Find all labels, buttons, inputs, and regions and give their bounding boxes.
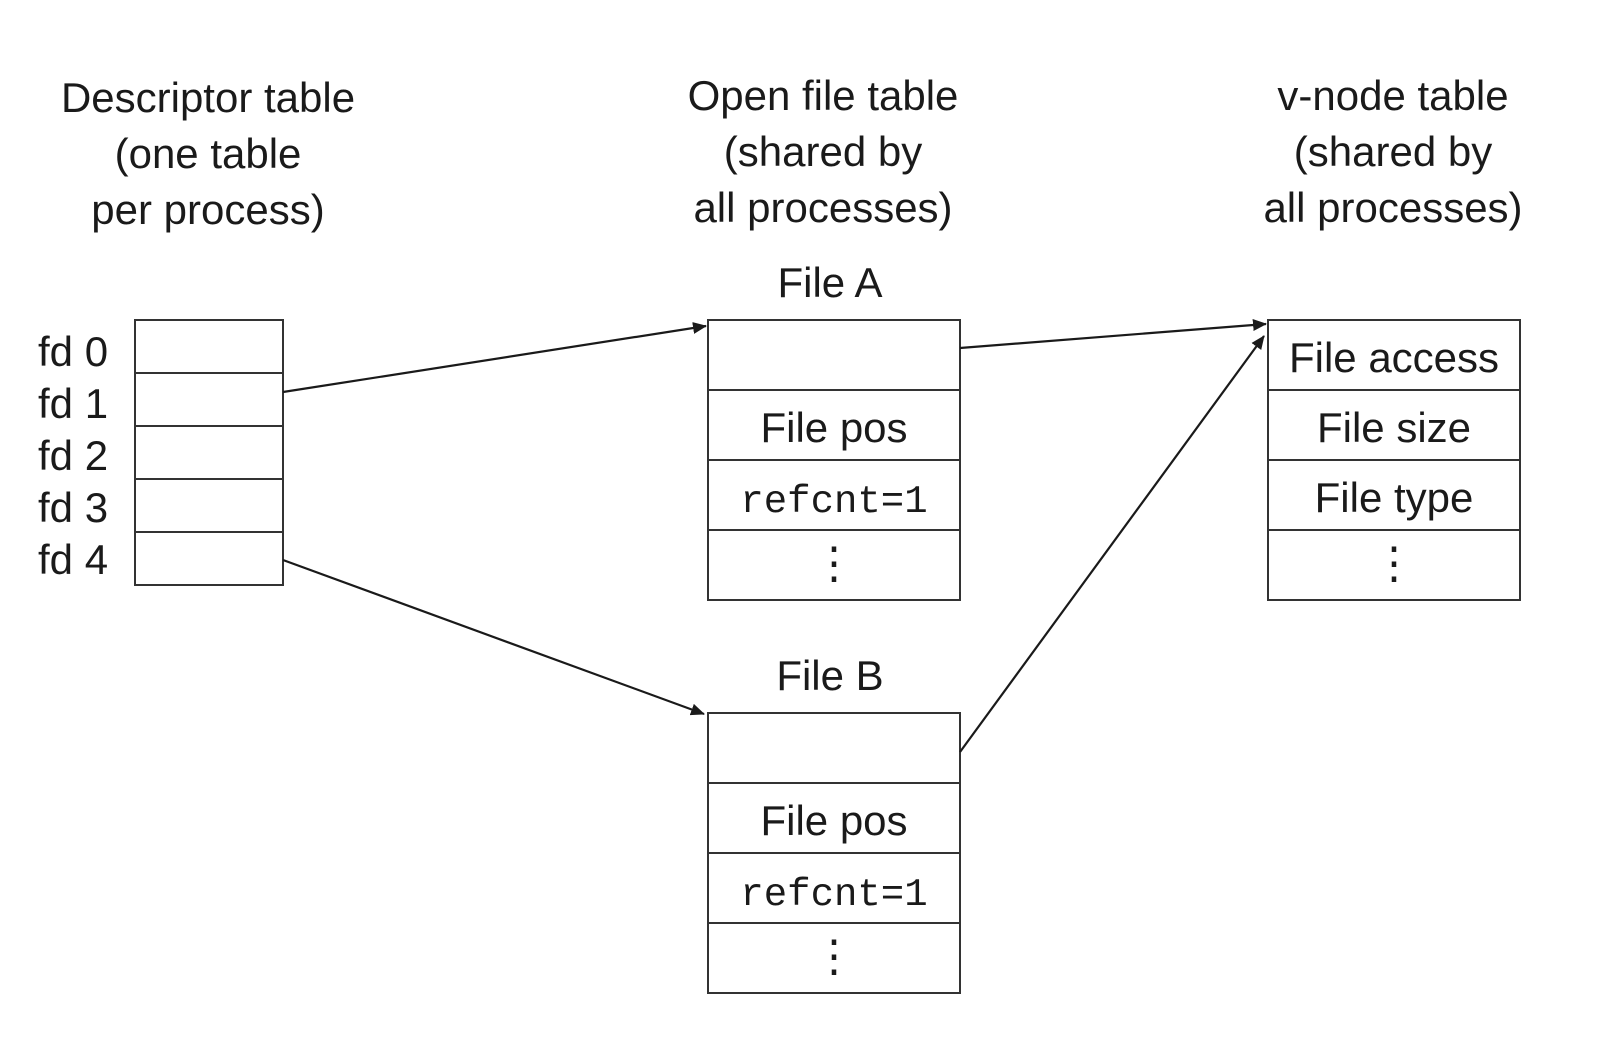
fd-label-1: fd 1 [38, 380, 108, 427]
fd-cell-4 [134, 531, 284, 586]
file-b-entry: File B File pos refcnt=1 ⋮ [707, 652, 961, 994]
file-a-file-pos: File pos [760, 404, 907, 451]
file-a-row-refcnt [707, 459, 961, 531]
descriptor-table-heading-line-2: (one table [115, 130, 302, 177]
file-a-entry: File A File pos refcnt=1 ⋮ [707, 259, 961, 601]
descriptor-table-heading-line-3: per process) [91, 186, 324, 233]
file-b-row-file-pos [707, 782, 961, 854]
arrow-file-a-to-vnode [959, 319, 1267, 350]
file-b-file-pos: File pos [760, 797, 907, 844]
arrow-fd1-to-file-a [282, 322, 707, 394]
arrow-file-b-to-vnode [959, 335, 1265, 753]
open-file-table-heading-line-1: Open file table [688, 72, 959, 119]
file-b-title: File B [776, 652, 883, 699]
file-a-row-pointer [707, 319, 961, 391]
file-a-ellipsis: ⋮ [812, 539, 856, 588]
file-a-title: File A [777, 259, 882, 306]
vnode-table-heading-line-2: (shared by [1294, 128, 1492, 175]
file-a-row-more [707, 529, 961, 601]
file-b-ellipsis: ⋮ [812, 932, 856, 981]
fd-cell-0 [134, 319, 284, 374]
descriptor-table-heading-line-1: Descriptor table [61, 74, 355, 121]
vnode-table: File access File size File type ⋮ [1267, 319, 1521, 601]
vnode-file-access: File access [1289, 334, 1499, 381]
fd-label-2: fd 2 [38, 432, 108, 479]
fd-label-0: fd 0 [38, 328, 108, 375]
fd-label-4: fd 4 [38, 536, 108, 583]
vnode-ellipsis: ⋮ [1372, 539, 1416, 588]
descriptor-table: fd 0 fd 1 fd 2 fd 3 fd 4 [38, 319, 284, 586]
fd-cell-3 [134, 478, 284, 533]
open-file-table-heading-line-3: all processes) [693, 184, 952, 231]
file-a-refcnt: refcnt=1 [740, 480, 927, 524]
fd-cell-1 [134, 372, 284, 427]
open-file-table-heading-line-2: (shared by [724, 128, 922, 175]
arrow-fd4-to-file-b [282, 558, 705, 716]
file-b-refcnt: refcnt=1 [740, 873, 927, 917]
fd-label-3: fd 3 [38, 484, 108, 531]
vnode-file-type: File type [1315, 474, 1474, 521]
vnode-table-heading-line-1: v-node table [1277, 72, 1508, 119]
file-b-row-more [707, 922, 961, 994]
vnode-file-size: File size [1317, 404, 1471, 451]
file-a-row-file-pos [707, 389, 961, 461]
vnode-row-file-size [1267, 389, 1521, 461]
file-b-row-pointer [707, 712, 961, 784]
fd-cell-2 [134, 425, 284, 480]
vnode-table-heading-line-3: all processes) [1263, 184, 1522, 231]
vnode-row-more [1267, 529, 1521, 601]
